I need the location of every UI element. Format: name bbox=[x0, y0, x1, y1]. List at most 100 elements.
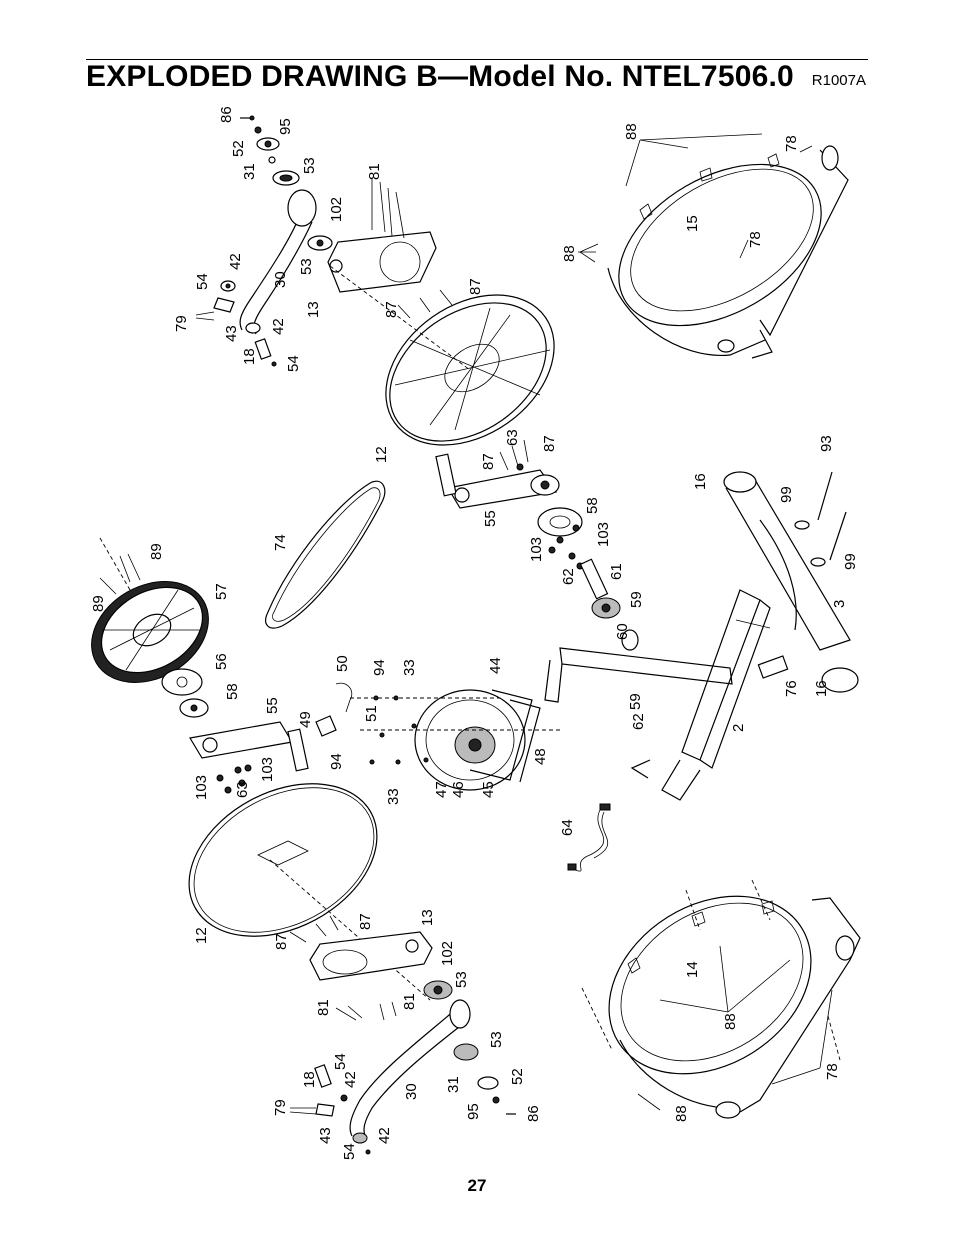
header-rule bbox=[86, 59, 868, 60]
callout-53b: 53 bbox=[298, 258, 315, 275]
callout-15: 15 bbox=[684, 215, 701, 232]
callout-76: 76 bbox=[783, 680, 800, 697]
callout-30a: 30 bbox=[272, 271, 289, 288]
callout-102b: 102 bbox=[439, 941, 456, 966]
callout-78a: 78 bbox=[783, 135, 800, 152]
callout-48: 48 bbox=[532, 748, 549, 765]
callout-78c: 78 bbox=[824, 1063, 841, 1080]
callout-58b: 58 bbox=[224, 683, 241, 700]
callout-43b: 43 bbox=[317, 1127, 334, 1144]
callout-labels: 86 95 52 31 53 81 102 53 54 42 30 13 79 … bbox=[90, 106, 859, 1160]
callout-95a: 95 bbox=[277, 118, 294, 135]
callout-95b: 95 bbox=[465, 1103, 482, 1120]
callout-88b: 88 bbox=[561, 245, 578, 262]
callout-89a: 89 bbox=[90, 595, 107, 612]
callout-14: 14 bbox=[684, 961, 701, 978]
callout-3: 3 bbox=[831, 600, 848, 608]
callout-56: 56 bbox=[213, 653, 230, 670]
callout-30b: 30 bbox=[403, 1083, 420, 1100]
callout-51: 51 bbox=[363, 705, 380, 722]
callout-102a: 102 bbox=[328, 197, 345, 222]
callout-79a: 79 bbox=[173, 315, 190, 332]
callout-59b: 59 bbox=[627, 693, 644, 710]
lower-disc-12 bbox=[188, 783, 431, 1001]
callout-87b: 87 bbox=[467, 278, 484, 295]
callout-103a: 103 bbox=[528, 537, 545, 562]
callout-88a: 88 bbox=[623, 123, 640, 140]
callout-16a: 16 bbox=[692, 473, 709, 490]
callout-58a: 58 bbox=[584, 497, 601, 514]
callout-55a: 55 bbox=[482, 510, 499, 527]
callout-103c: 103 bbox=[193, 775, 210, 800]
main-frame bbox=[544, 471, 859, 801]
callout-88c: 88 bbox=[722, 1013, 739, 1030]
callout-52a: 52 bbox=[230, 140, 247, 157]
upper-arm-assembly bbox=[195, 115, 437, 367]
pulley-57 bbox=[91, 537, 209, 718]
callout-78b: 78 bbox=[747, 231, 764, 248]
callout-87d: 87 bbox=[541, 435, 558, 452]
callout-43a: 43 bbox=[223, 325, 240, 342]
callout-81c: 81 bbox=[401, 993, 418, 1010]
page-title: EXPLODED DRAWING B—Model No. NTEL7506.0 bbox=[86, 60, 794, 93]
callout-60: 60 bbox=[614, 623, 631, 640]
callout-55b: 55 bbox=[264, 697, 281, 714]
callout-54d: 54 bbox=[341, 1143, 358, 1160]
callout-50: 50 bbox=[334, 655, 351, 672]
callout-53c: 53 bbox=[453, 971, 470, 988]
callout-44: 44 bbox=[487, 657, 504, 674]
callout-61: 61 bbox=[608, 563, 625, 580]
callout-103b: 103 bbox=[595, 522, 612, 547]
callout-79b: 79 bbox=[272, 1099, 289, 1116]
wire-harness-64 bbox=[567, 803, 611, 872]
callout-81a: 81 bbox=[366, 163, 383, 180]
callout-86a: 86 bbox=[218, 106, 235, 123]
callout-18b: 18 bbox=[301, 1071, 318, 1088]
callout-87c: 87 bbox=[480, 453, 497, 470]
callout-103d: 103 bbox=[259, 757, 276, 782]
belt-74 bbox=[265, 480, 386, 629]
callout-42d: 42 bbox=[376, 1127, 393, 1144]
callout-42c: 42 bbox=[342, 1071, 359, 1088]
lower-shroud-14 bbox=[581, 879, 861, 1119]
callout-2: 2 bbox=[730, 724, 747, 732]
callout-13b: 13 bbox=[419, 909, 436, 926]
upper-shroud-15 bbox=[578, 133, 849, 359]
upper-disc-12 bbox=[329, 265, 555, 446]
callout-63a: 63 bbox=[504, 429, 521, 446]
callout-31a: 31 bbox=[241, 163, 258, 180]
callout-12b: 12 bbox=[193, 927, 210, 944]
callout-33a: 33 bbox=[401, 659, 418, 676]
callout-87f: 87 bbox=[357, 913, 374, 930]
callout-31b: 31 bbox=[445, 1076, 462, 1093]
callout-54a: 54 bbox=[194, 273, 211, 290]
callout-88d: 88 bbox=[673, 1105, 690, 1122]
callout-94a: 94 bbox=[371, 659, 388, 676]
callout-16b: 16 bbox=[813, 680, 830, 697]
drawing-code: R1007A bbox=[811, 72, 866, 89]
callout-62b: 62 bbox=[630, 713, 647, 730]
callout-49: 49 bbox=[297, 711, 314, 728]
callout-99b: 99 bbox=[842, 553, 859, 570]
brake-assembly bbox=[315, 682, 560, 791]
callout-42b: 42 bbox=[270, 318, 287, 335]
callout-18a: 18 bbox=[241, 348, 258, 365]
callout-53d: 53 bbox=[488, 1031, 505, 1048]
callout-46: 46 bbox=[450, 781, 467, 798]
callout-94b: 94 bbox=[328, 753, 345, 770]
callout-52b: 52 bbox=[509, 1068, 526, 1085]
lower-crank-assembly bbox=[189, 721, 309, 794]
callout-59a: 59 bbox=[628, 591, 645, 608]
upper-crank-assembly bbox=[435, 439, 639, 651]
callout-47: 47 bbox=[433, 781, 450, 798]
callout-54b: 54 bbox=[285, 355, 302, 372]
callout-45: 45 bbox=[480, 781, 497, 798]
callout-33b: 33 bbox=[385, 788, 402, 805]
lower-arm-assembly bbox=[289, 931, 516, 1155]
callout-62a: 62 bbox=[560, 568, 577, 585]
callout-53a: 53 bbox=[301, 157, 318, 174]
callout-54c: 54 bbox=[332, 1053, 349, 1070]
callout-81b: 81 bbox=[315, 999, 332, 1016]
callout-86b: 86 bbox=[525, 1105, 542, 1122]
